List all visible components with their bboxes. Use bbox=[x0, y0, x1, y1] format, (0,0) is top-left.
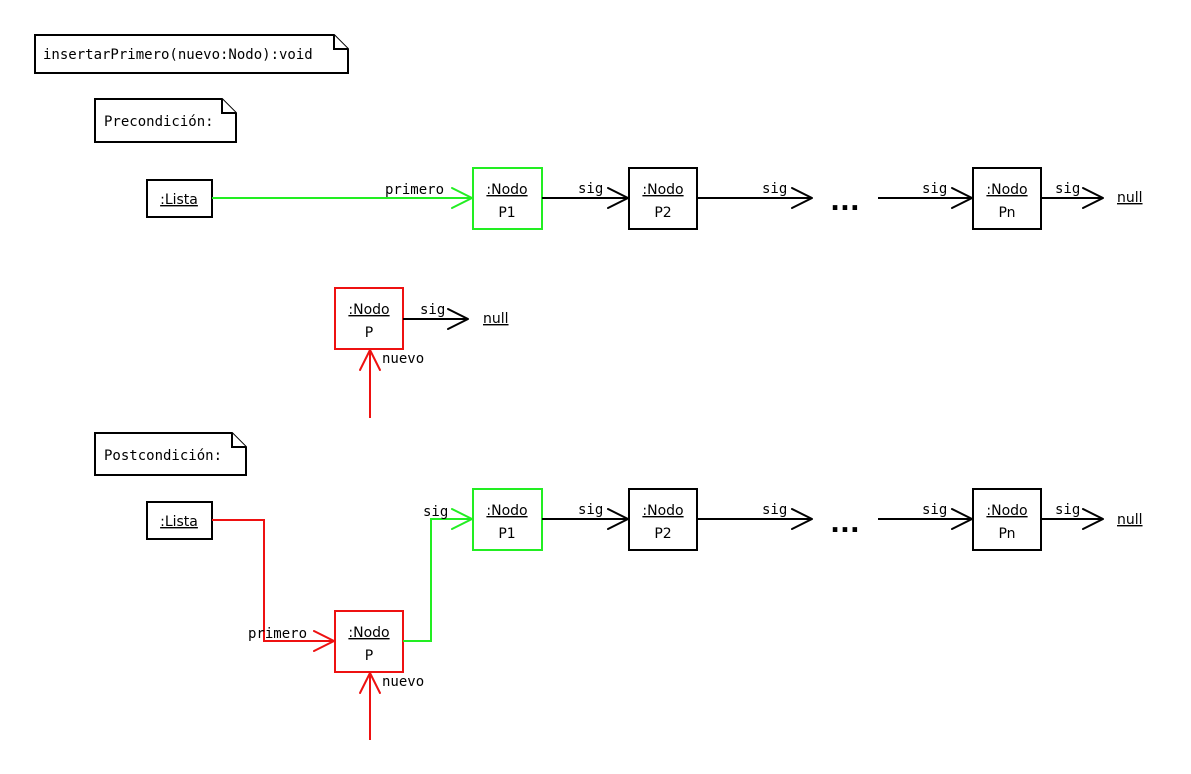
post-node-p2-type: :Nodo bbox=[642, 503, 683, 519]
post-new-node-sig-label: sig bbox=[423, 504, 448, 520]
post-sig-label-3: sig bbox=[922, 502, 947, 518]
pre-null-label: null bbox=[1117, 190, 1143, 206]
post-null-label: null bbox=[1117, 512, 1143, 528]
pre-node-p2-type: :Nodo bbox=[642, 182, 683, 198]
pre-sig-label-4: sig bbox=[1055, 181, 1080, 197]
post-sig-label-4: sig bbox=[1055, 502, 1080, 518]
post-sig-link-4: sig bbox=[1041, 502, 1104, 530]
pre-new-node-sig-label: sig bbox=[420, 302, 445, 318]
pre-node-p1-type: :Nodo bbox=[486, 182, 527, 198]
post-node-pn: :Nodo Pn bbox=[972, 488, 1042, 551]
pre-new-node-p: :Nodo P bbox=[334, 287, 404, 350]
post-node-p1-type: :Nodo bbox=[486, 503, 527, 519]
precondition-text: Precondición: bbox=[104, 114, 214, 130]
post-nuevo-label: nuevo bbox=[382, 674, 424, 690]
post-sig-link-1: sig bbox=[542, 502, 629, 530]
post-primero-label: primero bbox=[248, 626, 307, 642]
post-node-p2: :Nodo P2 bbox=[628, 488, 698, 551]
post-lista-label: :Lista bbox=[160, 514, 198, 530]
post-new-node-type: :Nodo bbox=[348, 625, 389, 641]
pre-sig-link-4: sig bbox=[1041, 181, 1104, 209]
post-nuevo-link: nuevo bbox=[359, 672, 424, 740]
pre-node-pn: :Nodo Pn bbox=[972, 167, 1042, 230]
post-node-p2-name: P2 bbox=[654, 526, 671, 542]
post-sig-label-2: sig bbox=[762, 502, 787, 518]
pre-nuevo-label: nuevo bbox=[382, 351, 424, 367]
pre-node-pn-type: :Nodo bbox=[986, 182, 1027, 198]
post-new-node-sig-link: sig bbox=[403, 504, 473, 642]
signature-note: insertarPrimero(nuevo:Nodo):void bbox=[34, 34, 349, 74]
precondition-note: Precondición: bbox=[94, 98, 237, 143]
pre-new-node-sig-link: sig bbox=[403, 302, 469, 330]
pre-node-p1: :Nodo P1 bbox=[472, 167, 543, 230]
pre-new-node-null: null bbox=[483, 311, 509, 327]
postcondition-text: Postcondición: bbox=[104, 448, 222, 464]
postcondition-note: Postcondición: bbox=[94, 432, 247, 476]
pre-ellipsis: ... bbox=[830, 187, 860, 217]
pre-new-node-type: :Nodo bbox=[348, 302, 389, 318]
pre-node-p2: :Nodo P2 bbox=[628, 167, 698, 230]
pre-sig-label-2: sig bbox=[762, 181, 787, 197]
post-sig-link-3: sig bbox=[878, 502, 973, 530]
post-ellipsis: ... bbox=[830, 509, 860, 539]
pre-nuevo-link: nuevo bbox=[359, 349, 424, 418]
pre-new-node-name: P bbox=[365, 325, 373, 341]
pre-primero-label: primero bbox=[385, 182, 444, 198]
pre-primero-link: primero bbox=[212, 182, 473, 209]
pre-lista-label: :Lista bbox=[160, 192, 198, 208]
signature-text: insertarPrimero(nuevo:Nodo):void bbox=[43, 47, 313, 63]
post-sig-label-1: sig bbox=[578, 502, 603, 518]
pre-node-pn-name: Pn bbox=[998, 205, 1015, 221]
pre-sig-link-1: sig bbox=[542, 181, 629, 209]
pre-sig-link-2: sig bbox=[697, 181, 813, 209]
post-node-pn-type: :Nodo bbox=[986, 503, 1027, 519]
pre-sig-label-3: sig bbox=[922, 181, 947, 197]
pre-sig-label-1: sig bbox=[578, 181, 603, 197]
post-new-node-name: P bbox=[365, 648, 373, 664]
pre-node-p1-name: P1 bbox=[498, 205, 515, 221]
post-new-node-p: :Nodo P bbox=[334, 610, 404, 673]
pre-node-p2-name: P2 bbox=[654, 205, 671, 221]
post-node-pn-name: Pn bbox=[998, 526, 1015, 542]
pre-sig-link-3: sig bbox=[878, 181, 973, 209]
post-node-p1: :Nodo P1 bbox=[472, 488, 543, 551]
post-sig-link-2: sig bbox=[697, 502, 813, 530]
post-lista-object: :Lista bbox=[146, 501, 213, 540]
pre-lista-object: :Lista bbox=[146, 179, 213, 218]
post-node-p1-name: P1 bbox=[498, 526, 515, 542]
post-primero-link: primero bbox=[212, 519, 335, 652]
